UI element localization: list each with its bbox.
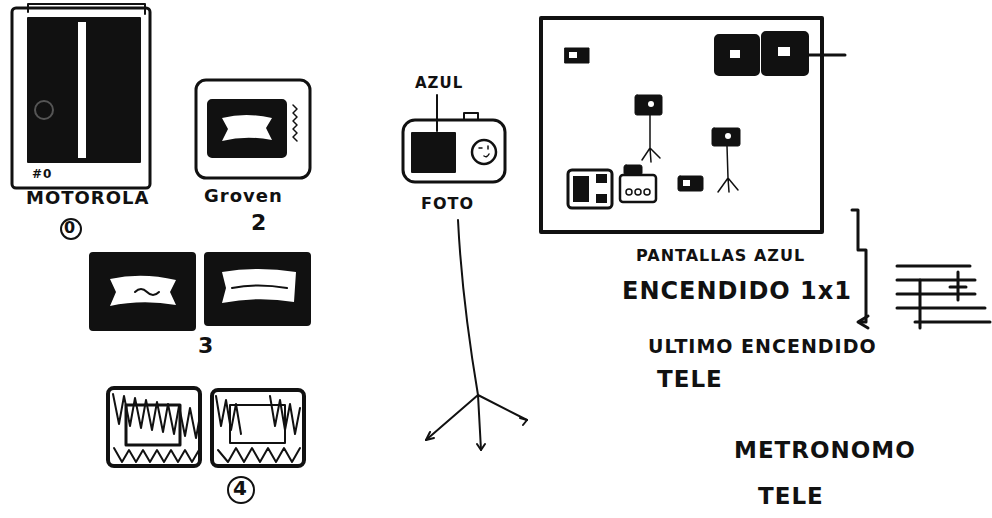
camera-shutter (464, 113, 478, 120)
tripod-feet (426, 418, 527, 450)
cable (808, 54, 845, 57)
staff-symbol (897, 266, 990, 328)
stage-plan (541, 18, 822, 232)
device-node: FOTO (403, 113, 508, 218)
groven-screen (208, 100, 286, 157)
screen-icon (762, 32, 808, 75)
screen-mark (232, 286, 287, 289)
device-icon (678, 176, 703, 191)
scribbled-box (230, 405, 285, 443)
tripod-icon (718, 146, 738, 192)
scribble (113, 394, 201, 438)
groven-display (222, 115, 272, 141)
model-number: #0 (32, 168, 52, 181)
color-note: AZUL (415, 75, 463, 92)
arrowhead (858, 316, 868, 328)
tripod-icon (642, 115, 660, 162)
device-icon (568, 170, 612, 208)
camera-icon (635, 95, 662, 115)
callout-circle (228, 477, 254, 503)
scribble (216, 396, 300, 434)
note-text: PANTALLAS AZUL (636, 247, 805, 265)
note-text: TELE (758, 484, 824, 509)
camera-icon (712, 128, 740, 146)
scribbled-box (108, 388, 200, 466)
callout-number: 2 (251, 211, 267, 235)
bracket (852, 210, 866, 322)
device-node: Groven (196, 80, 316, 210)
device-icon (565, 48, 589, 63)
groven-outline (196, 80, 310, 178)
callout-circle (61, 219, 81, 239)
callout-number: 3 (198, 334, 214, 358)
screen-box (90, 253, 195, 330)
leader-line (436, 95, 438, 131)
callout-number: 0 (64, 219, 76, 237)
scribble (114, 448, 199, 462)
phone-button (35, 101, 53, 119)
screen-mark (135, 289, 159, 295)
screen-box (205, 253, 310, 325)
phone-top (28, 4, 145, 14)
device-icon (620, 175, 656, 202)
camera-lens-detail (479, 146, 489, 157)
camera-body (403, 120, 505, 182)
camera-lens (472, 140, 496, 164)
note-text: ENCENDIDO 1x1 (622, 278, 852, 304)
tripod-legs (426, 395, 527, 450)
phone-fold (78, 22, 86, 158)
note-text: METRONOMO (734, 438, 916, 463)
callout-number: 4 (233, 477, 248, 499)
note-text: TELE (657, 367, 723, 392)
camera-screen (412, 133, 455, 172)
phone-outline (12, 8, 150, 188)
scribbled-box (212, 390, 304, 466)
screen-display (110, 276, 176, 306)
device-name: Groven (204, 186, 283, 206)
device-node: #0MOTOROLA (12, 8, 162, 218)
device-name: MOTOROLA (26, 188, 149, 208)
tripod-pole (458, 220, 478, 395)
device-name: FOTO (421, 195, 474, 213)
screen-display (222, 269, 296, 303)
screen-icon (715, 35, 759, 75)
phone-screen (28, 18, 140, 162)
note-text: ULTIMO ENCENDIDO (648, 336, 877, 357)
groven-scribble (293, 105, 297, 141)
scribble (218, 448, 300, 462)
